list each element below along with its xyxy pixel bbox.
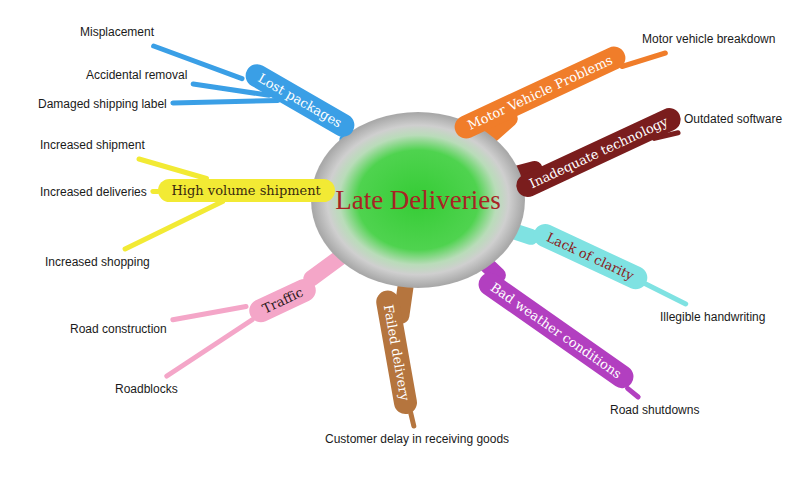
topic-text: Outdated software — [684, 112, 782, 127]
branch-stroke — [173, 101, 278, 103]
topic-text: Accidental removal — [86, 68, 187, 83]
branch-stroke — [622, 53, 665, 67]
branch-band: Motor Vehicle Problems — [451, 42, 629, 142]
leaf-topic: Roadblocks — [115, 382, 178, 397]
branch-stroke — [628, 388, 639, 397]
branch-stroke — [645, 284, 686, 304]
topic-text: Inadequate technology — [526, 112, 670, 191]
leaf-topic: Increased deliveries — [40, 185, 147, 200]
leaf-topic: Damaged shipping label — [38, 97, 167, 112]
topic-text: Increased deliveries — [40, 185, 147, 200]
leaf-topic: Increased shopping — [45, 255, 150, 270]
leaf-topic: Illegible handwriting — [660, 310, 765, 325]
branch-stroke — [411, 413, 414, 426]
branch-band: Bad weather conditions — [474, 268, 638, 392]
topic-text: Damaged shipping label — [38, 97, 167, 112]
topic-text: Road construction — [70, 322, 167, 337]
branch-band: Traffic — [245, 275, 319, 326]
topic-text: Customer delay in receiving goods — [325, 432, 509, 447]
leaf-topic: Road shutdowns — [610, 403, 699, 418]
branch-stroke — [139, 159, 206, 179]
topic-text: Motor Vehicle Problems — [465, 51, 616, 133]
topic-text: Increased shopping — [45, 255, 150, 270]
branch-stroke — [173, 307, 246, 320]
branch-band: High volume shipment — [158, 179, 335, 202]
topic-text: Bad weather conditions — [487, 278, 625, 382]
branch-band: Lack of clarity — [529, 220, 650, 293]
topic-text: Traffic — [259, 283, 305, 317]
leaf-topic: Road construction — [70, 322, 167, 337]
branch-stroke — [125, 202, 222, 250]
topic-text: Late Deliveries — [335, 185, 501, 216]
branch-band: Failed delivery — [374, 288, 418, 415]
topic-text: Lack of clarity — [543, 228, 636, 283]
topic-text: Road shutdowns — [610, 403, 699, 418]
topic-text: Misplacement — [80, 25, 154, 40]
topic-text: Increased shipment — [40, 138, 145, 153]
topic-text: Illegible handwriting — [660, 310, 765, 325]
branch-stroke — [167, 320, 252, 376]
leaf-topic: Accidental removal — [86, 68, 187, 83]
branch-band: Inadequate technology — [512, 104, 684, 201]
leaf-topic: Motor vehicle breakdown — [642, 32, 775, 47]
leaf-topic: Outdated software — [684, 112, 782, 127]
topic-text: High volume shipment — [172, 182, 321, 199]
topic-text: Roadblocks — [115, 382, 178, 397]
leaf-topic: Customer delay in receiving goods — [325, 432, 509, 447]
topic-text: Motor vehicle breakdown — [642, 32, 775, 47]
central-topic: Late Deliveries — [311, 112, 525, 288]
leaf-topic: Increased shipment — [40, 138, 145, 153]
leaf-topic: Misplacement — [80, 25, 154, 40]
